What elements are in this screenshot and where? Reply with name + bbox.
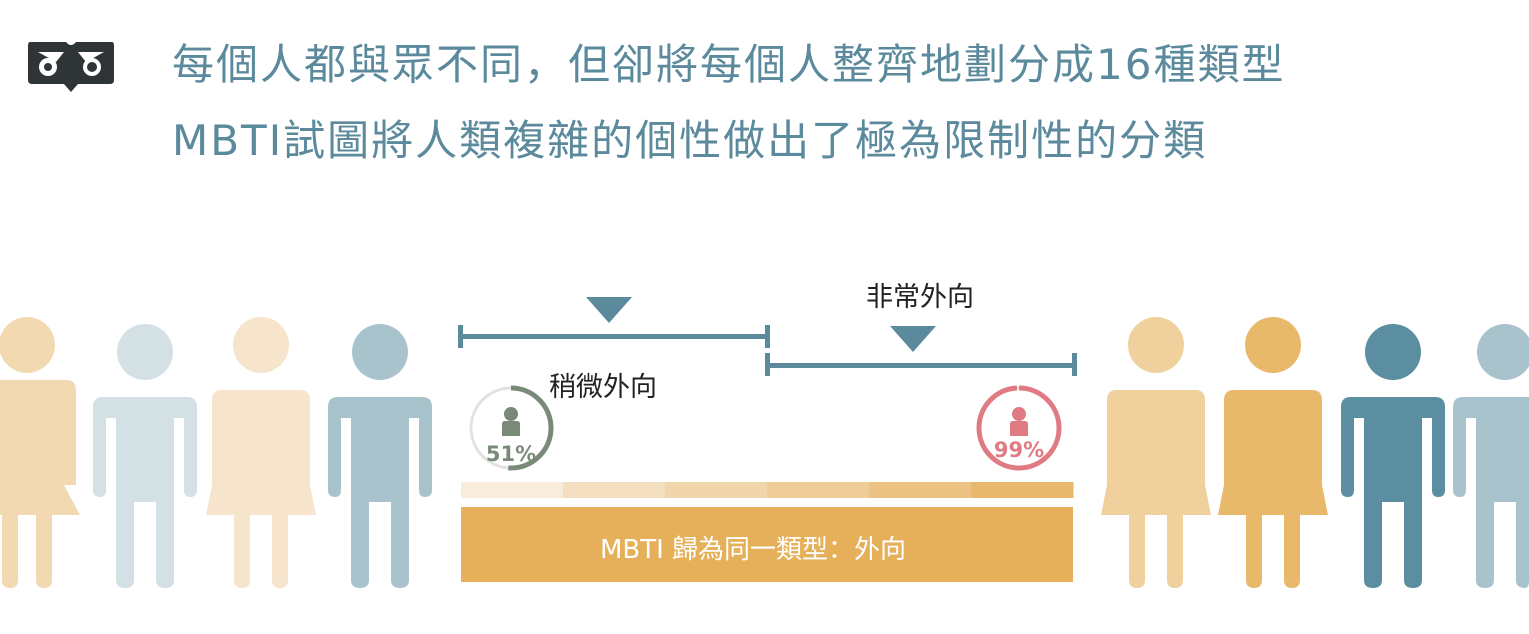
- gradient-segment: [767, 482, 870, 498]
- person-male-1: [93, 324, 197, 588]
- gauge-99: 99%: [976, 385, 1062, 471]
- person-female-2: [206, 317, 316, 588]
- label-slightly-extroverted: 稍微外向: [549, 372, 657, 403]
- title-line-2: MBTI試圖將人類複雜的個性做出了極為限制性的分類: [172, 116, 1208, 165]
- label-very-extroverted: 非常外向: [866, 282, 974, 313]
- person-male-3: [1341, 324, 1445, 588]
- gauge-51-value: 51%: [486, 442, 536, 466]
- gradient-segment: [461, 482, 564, 498]
- extroversion-gradient-bar: [461, 482, 1074, 498]
- owl-logo-icon: [28, 42, 114, 92]
- person-female-4: [1218, 317, 1328, 588]
- person-male-2: [328, 324, 432, 588]
- mbti-type-box: [461, 507, 1073, 582]
- range-brackets: [458, 297, 1077, 376]
- person-icon: [502, 407, 520, 436]
- person-female-1: [0, 317, 80, 588]
- person-icon: [1010, 407, 1028, 436]
- title-line-1: 每個人都與眾不同，但卻將每個人整齊地劃分成16種類型: [172, 40, 1286, 89]
- gauge-51: 51%: [468, 385, 554, 471]
- gauge-99-value: 99%: [994, 438, 1044, 462]
- gradient-segment: [869, 482, 972, 498]
- person-male-4: [1453, 324, 1529, 588]
- mbti-type-label: MBTI 歸為同一類型：外向: [600, 535, 906, 565]
- gradient-segment: [971, 482, 1074, 498]
- gradient-segment: [563, 482, 666, 498]
- person-female-3: [1101, 317, 1211, 588]
- gradient-segment: [665, 482, 768, 498]
